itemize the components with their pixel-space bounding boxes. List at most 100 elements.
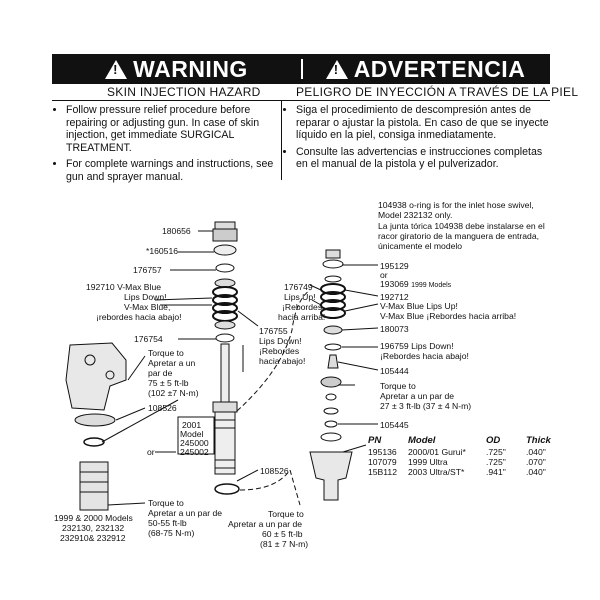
cell-pn: 195136 — [368, 447, 397, 457]
part-108526b-shape — [214, 483, 240, 495]
torque27-1: Torque to — [380, 381, 416, 391]
seat-table: PN Model OD Thick 195136 2000/01 Gurui* … — [368, 435, 560, 477]
label-176755-3: ¡Rebordes — [259, 346, 300, 356]
label-176749-3: ¡Rebordes — [282, 302, 323, 312]
label-105444: 105444 — [380, 366, 409, 376]
bullet-en-1: Follow pressure relief procedure before … — [66, 104, 278, 154]
table-row: 195136 2000/01 Gurui* .725" .040" — [368, 447, 560, 457]
torque27-3: 27 ± 3 ft-lb (37 ± 4 N-m) — [380, 401, 472, 411]
column-divider — [281, 100, 282, 180]
label-1999-models: 1999 Models — [411, 282, 452, 289]
cell-model: 2000/01 Gurui* — [408, 447, 466, 457]
warning-es: ! ADVERTENCIA — [301, 56, 550, 83]
table-row: 107079 1999 Ultra .725" .070" — [368, 457, 560, 467]
rod-shape — [220, 343, 230, 403]
cell-pn: 107079 — [368, 457, 397, 467]
torque75-4: 75 ± 5 ft-lb — [148, 378, 189, 388]
bullet-es-2: Consulte las advertencias e instruccione… — [296, 146, 552, 171]
label-108526b: 108526 — [260, 466, 289, 476]
fitting-2001-shape — [214, 411, 236, 475]
banner-divider — [301, 59, 303, 79]
label-105445: 105445 — [380, 420, 409, 430]
part-195129-shape — [322, 259, 344, 269]
warning-triangle-icon: ! — [105, 59, 128, 79]
part-160516-shape — [213, 244, 237, 256]
model-2001-3: 245000 — [180, 438, 209, 448]
cell-thick: .040" — [526, 467, 546, 477]
th-thick: Thick — [526, 435, 551, 446]
label-193069: 193069 1999 Models — [380, 279, 452, 289]
label-176755-1: 176755 — [259, 326, 288, 336]
models-1999-2000-1: 1999 & 2000 Models — [54, 513, 133, 523]
part-180073-shape — [323, 325, 343, 335]
torque60-3: 60 ± 5 ft-lb — [262, 529, 303, 539]
cell-model: 1999 Ultra — [408, 457, 448, 467]
cell-od: .941" — [486, 467, 506, 477]
torque75-3: par de — [148, 368, 173, 378]
bullets-es: Siga el procedimiento de descompresión a… — [286, 104, 552, 175]
bullet-es-1: Siga el procedimiento de descompresión a… — [296, 104, 552, 142]
label-108526a: 108526 — [148, 403, 177, 413]
label-196759-2: ¡Rebordes hacia abajo! — [380, 351, 469, 361]
label-176755-2: Lips Down! — [259, 336, 302, 346]
warning-banner: ! WARNING ! ADVERTENCIA — [52, 54, 550, 84]
label-or-right: or — [380, 270, 388, 280]
table-row: 15B112 2003 Ultra/ST* .941" .040" — [368, 467, 560, 477]
label-176749-1: 176749 — [284, 282, 313, 292]
warning-en: ! WARNING — [52, 56, 301, 83]
gun-body-shape — [65, 342, 127, 411]
label-195129: 195129 — [380, 261, 409, 271]
label-lips-down: Lips Down! — [124, 292, 167, 302]
part-105445-shape — [324, 420, 338, 428]
cell-pn: 15B112 — [368, 467, 397, 477]
label-176757: 176757 — [133, 265, 162, 275]
cell-model: 2003 Ultra/ST* — [408, 467, 465, 477]
bullet-en-2: For complete warnings and instructions, … — [66, 158, 278, 183]
torque60-2: Apretar a un par de — [228, 519, 303, 529]
torque50-4: (68-75 N-m) — [148, 528, 195, 538]
subhead-es: PELIGRO DE INYECCIÓN A TRAVÉS DE LA PIEL — [296, 85, 579, 99]
label-176749-2: Lips Up! — [284, 292, 316, 302]
label-196759-1: 196759 Lips Down! — [380, 341, 454, 351]
label-180073: 180073 — [380, 324, 409, 334]
part-105444-shape — [327, 354, 339, 369]
warning-title-en: WARNING — [133, 55, 248, 82]
bullets-en: Follow pressure relief procedure before … — [56, 104, 278, 187]
label-rebordes-abajo: ¡rebordes hacia abajo! — [96, 312, 182, 322]
torque75-1: Torque to — [148, 348, 184, 358]
oring-note-es: La junta tórica 104938 debe instalarse e… — [378, 221, 545, 251]
label-176749-4: hacia arriba! — [278, 312, 326, 322]
th-model: Model — [408, 435, 436, 446]
swivel-fitting-shape — [79, 461, 109, 511]
torque50-2: Apretar a un par de — [148, 508, 223, 518]
oring-note: 104938 o-ring is for the inlet hose swiv… — [378, 200, 534, 220]
torque60-1: Torque to — [268, 509, 304, 519]
cell-od: .725" — [486, 447, 506, 457]
table-header: PN Model OD Thick — [368, 435, 560, 447]
torque27-2: Apretar a un par de — [380, 391, 455, 401]
model-2001-1: 2001 — [182, 420, 202, 430]
model-2001-4: 245002 — [180, 447, 209, 457]
part-176757-shape — [215, 263, 235, 273]
seat-shape — [320, 376, 342, 388]
torque50-1: Torque to — [148, 498, 184, 508]
label-192712-2: V-Max Blue Lips Up! — [380, 301, 458, 311]
models-1999-2000-2: 232130, 232132 — [62, 523, 125, 533]
part-176754-shape — [215, 333, 235, 343]
th-od: OD — [486, 435, 501, 446]
label-160516: *160516 — [146, 246, 179, 256]
th-pn: PN — [368, 435, 382, 446]
label-176755-4: hacia abajo! — [259, 356, 306, 366]
warning-triangle-icon: ! — [325, 59, 348, 79]
cell-thick: .040" — [526, 447, 546, 457]
cell-thick: .070" — [526, 457, 546, 467]
label-or-left: or — [147, 447, 155, 457]
nut-shape — [309, 451, 353, 501]
torque50-3: 50-55 ft-lb — [148, 518, 187, 528]
label-176754: 176754 — [134, 334, 163, 344]
subhead-en: SKIN INJECTION HAZARD — [107, 85, 261, 99]
torque75-2: Apretar a un — [148, 358, 196, 368]
header-rule — [52, 100, 550, 101]
warning-title-es: ADVERTENCIA — [353, 55, 526, 82]
